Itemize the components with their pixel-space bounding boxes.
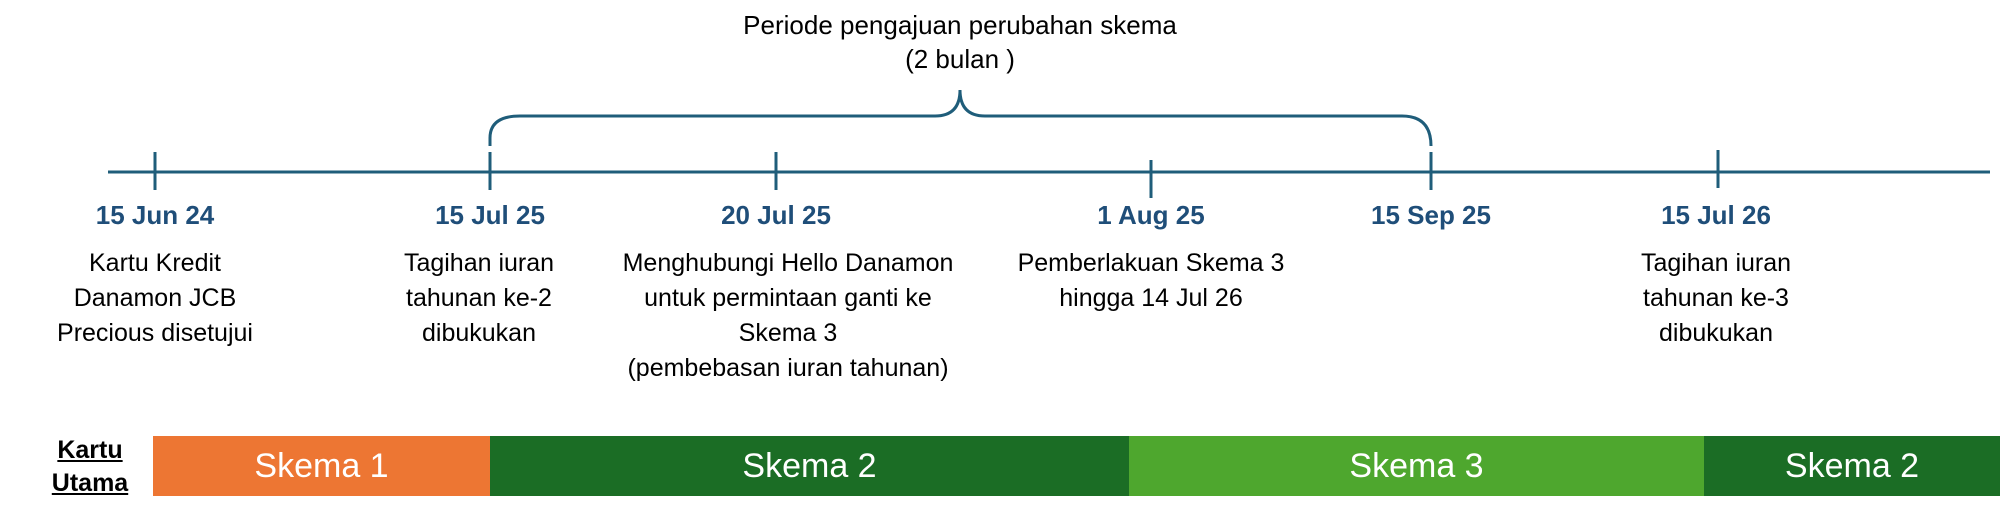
scheme-bar-skema-2: Skema 2	[490, 436, 1129, 496]
period-title: Periode pengajuan perubahan skema (2 bul…	[660, 8, 1260, 76]
period-title-line2: (2 bulan )	[905, 44, 1015, 74]
milestone-description: Tagihan iuran tahunan ke-3 dibukukan	[1640, 249, 1792, 347]
scheme-bar-label: Skema 3	[1349, 446, 1484, 485]
milestone-date: 15 Jul 26	[1661, 200, 1771, 230]
scheme-bar-label: Skema 2	[742, 446, 877, 485]
milestone-description: Menghubungi Hello Danamon untuk perminta…	[622, 249, 954, 382]
milestone-date: 1 Aug 25	[1097, 200, 1205, 230]
milestone-date: 15 Sep 25	[1371, 200, 1491, 230]
milestone-description: Tagihan iuran tahunan ke-2 dibukukan	[403, 249, 555, 347]
milestone-date: 15 Jun 24	[95, 200, 215, 230]
milestone-date: 15 Jul 25	[435, 200, 545, 230]
scheme-bar-label: Skema 1	[254, 446, 389, 485]
row-label-kartu-utama: Kartu Utama	[51, 436, 129, 497]
scheme-bar-skema-2-second: Skema 2	[1704, 436, 2000, 496]
scheme-bar-label: Skema 2	[1784, 446, 1920, 485]
milestone-date: 20 Jul 25	[721, 200, 831, 230]
scheme-bar-skema-1: Skema 1	[153, 436, 490, 496]
milestone-description: Pemberlakuan Skema 3 hingga 14 Jul 26	[1017, 249, 1285, 312]
period-brace	[488, 89, 1433, 147]
period-title-line1: Periode pengajuan perubahan skema	[743, 10, 1177, 40]
milestone-description: Kartu Kredit Danamon JCB Precious disetu…	[57, 249, 253, 347]
scheme-bar-skema-3: Skema 3	[1129, 436, 1704, 496]
